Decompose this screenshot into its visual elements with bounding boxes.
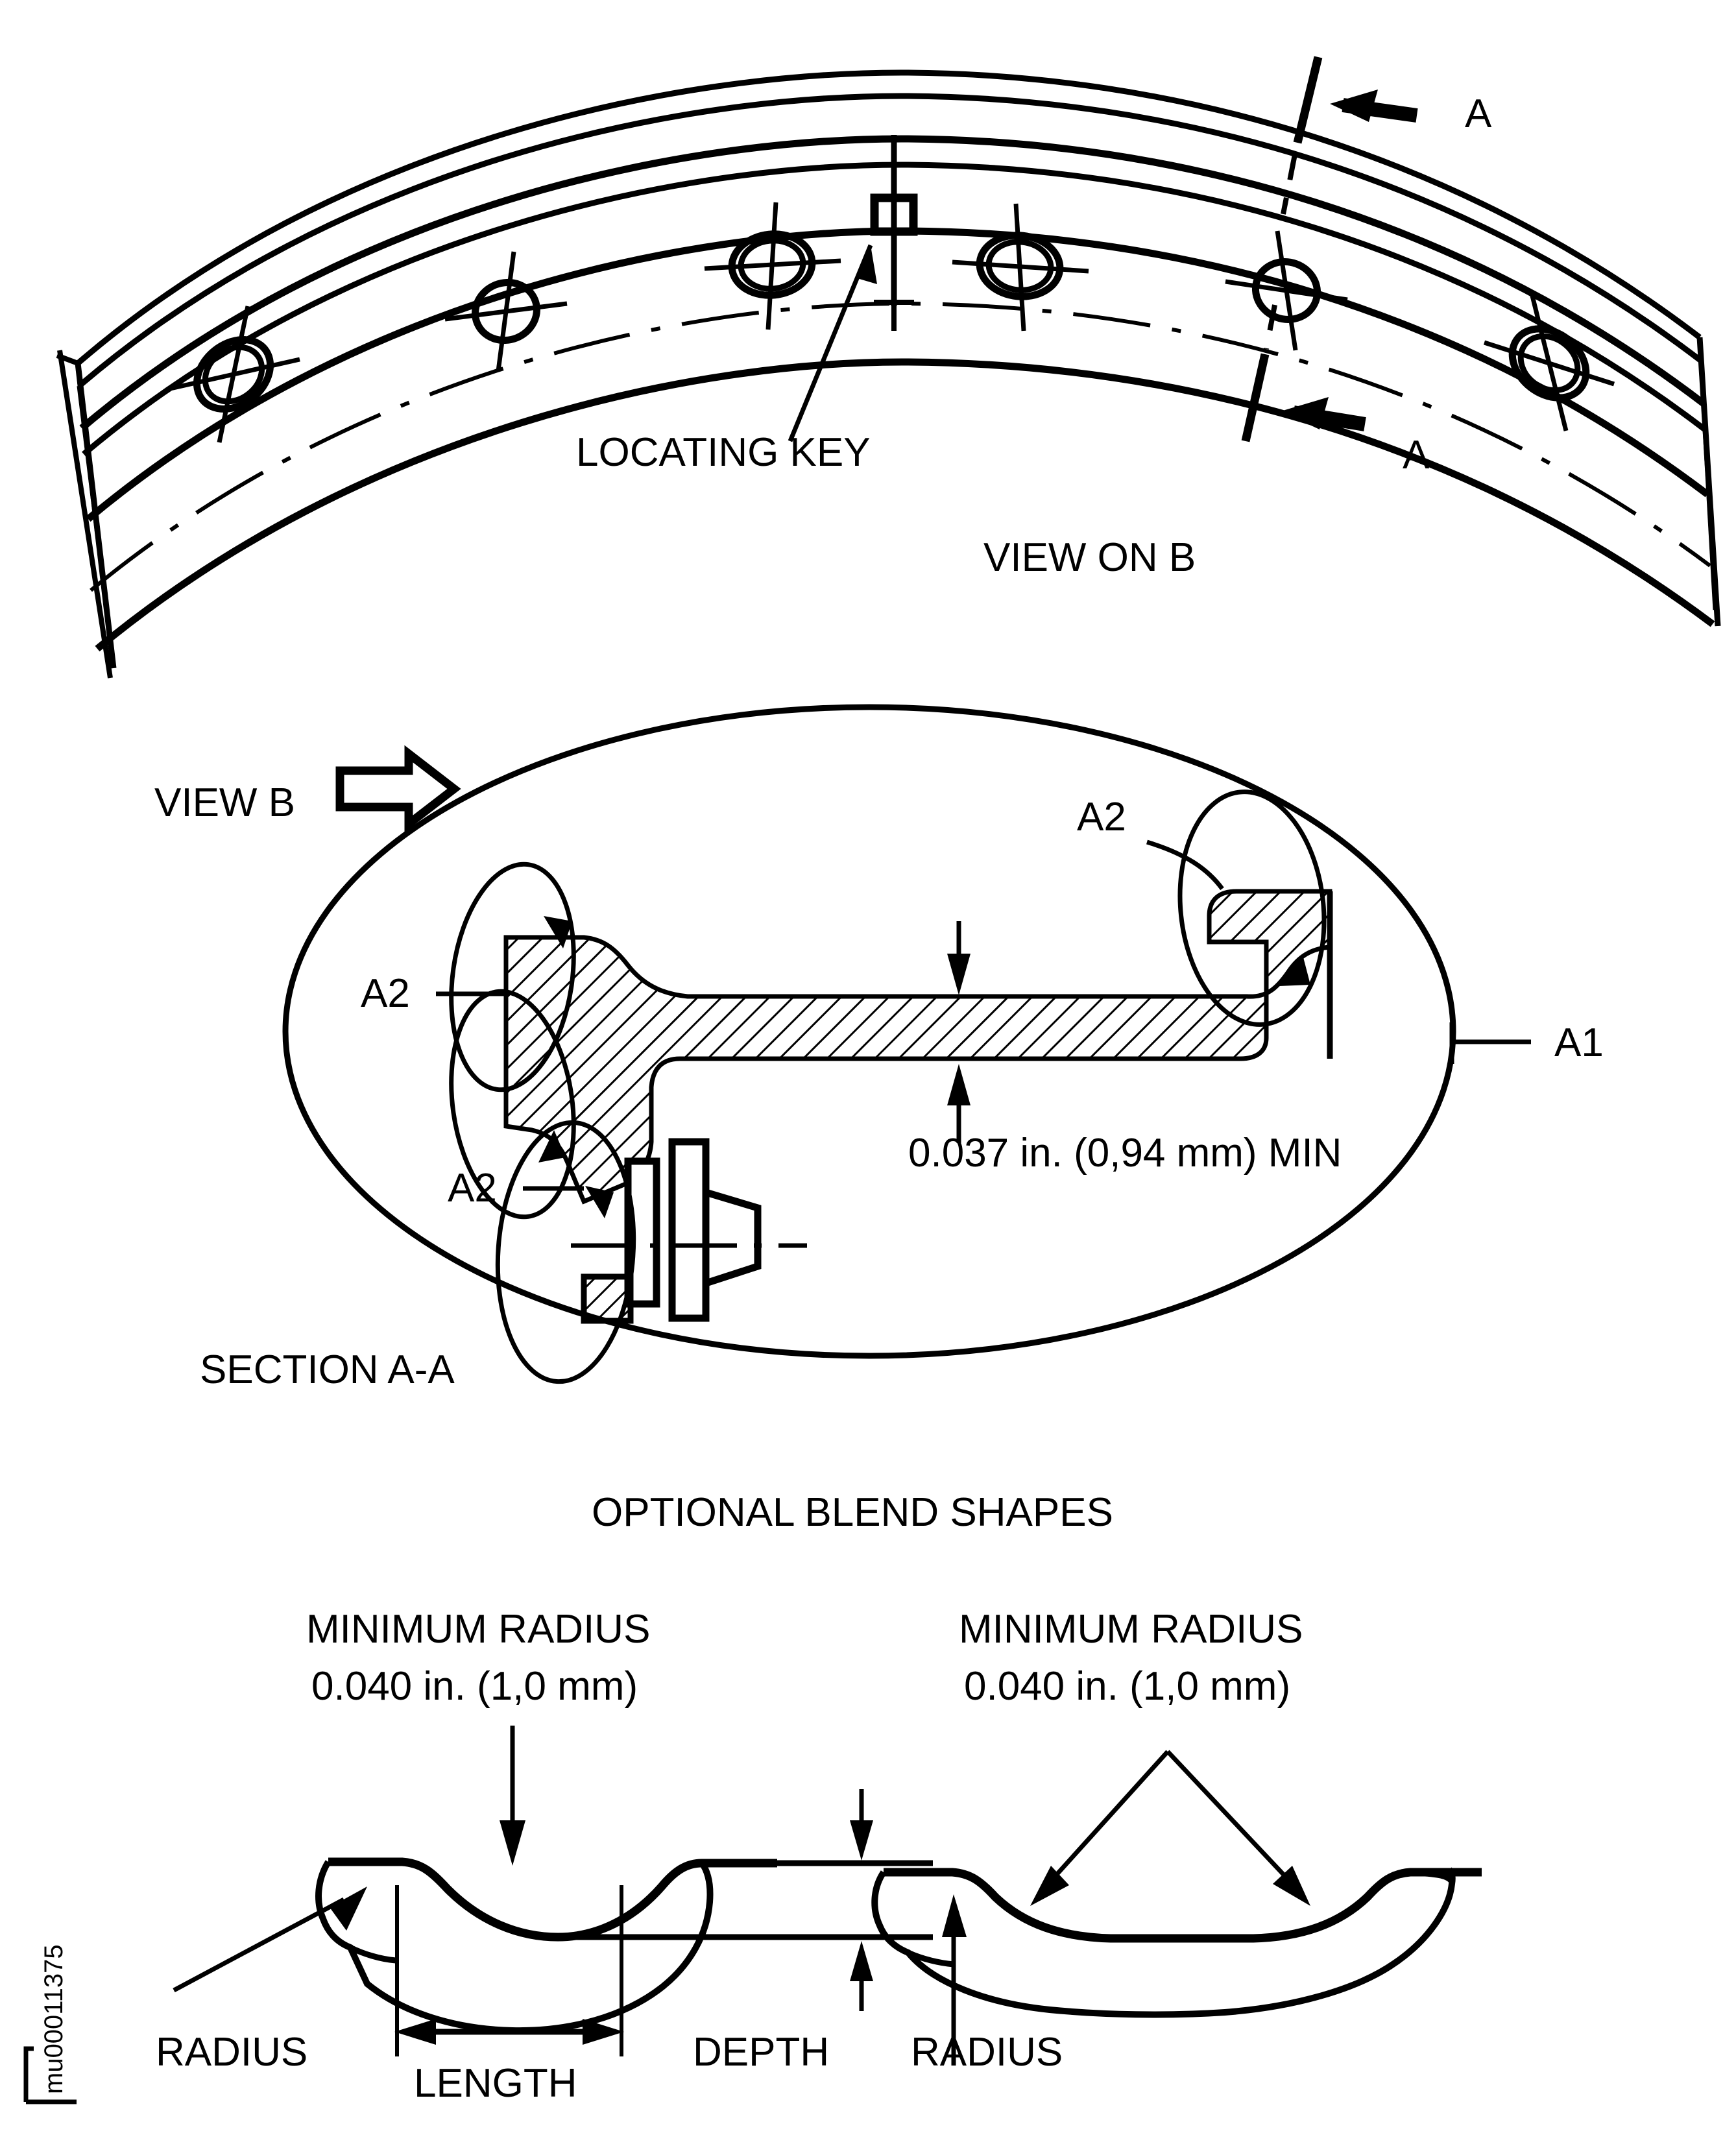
section-line-a-bottom: A — [1241, 304, 1430, 477]
callout-balloon-upper-left — [449, 862, 576, 1092]
radius-label-left: RADIUS — [156, 2030, 307, 2075]
fastener-hole — [1483, 295, 1615, 431]
fastener-hole — [952, 203, 1089, 331]
blend-left-radius-value: 0.040 in. (1,0 mm) — [311, 1664, 638, 1709]
zone-label-a1-right: A1 — [1449, 1020, 1604, 1065]
zone-label-a2-lower-left: A2 — [448, 1166, 584, 1211]
fastener-hole — [1225, 230, 1348, 351]
section-aa-title: SECTION A-A — [200, 1347, 455, 1392]
top-view-arc-band — [56, 69, 1721, 679]
blend-shape-right: MINIMUM RADIUS 0.040 in. (1,0 mm) RADIUS — [871, 1607, 1482, 2075]
length-dimension — [394, 2019, 624, 2045]
fastener-hole — [167, 306, 300, 443]
view-b-direction: VIEW B — [154, 745, 461, 833]
locating-key-label: LOCATING KEY — [576, 430, 871, 475]
locating-key-leader — [788, 244, 877, 442]
fastener-hole — [704, 202, 841, 330]
blend-shape-left: MINIMUM RADIUS 0.040 in. (1,0 mm) DEPTH — [156, 1607, 933, 2106]
a1-label: A1 — [1554, 1020, 1604, 1065]
zone-label-a2-upper-right: A2 — [1077, 795, 1224, 891]
fastener-hole — [444, 251, 568, 372]
view-on-b-title: VIEW ON B — [983, 535, 1196, 580]
blend-left-radius-title: MINIMUM RADIUS — [306, 1607, 650, 1652]
thickness-dimension-text: 0.037 in. (0,94 mm) MIN — [908, 1131, 1342, 1175]
a2-label: A2 — [361, 971, 410, 1016]
figure-id-text: mu00011375 — [40, 1944, 68, 2094]
depth-label: DEPTH — [693, 2030, 829, 2075]
section-line-a-top: A — [1281, 56, 1492, 215]
zone-label-a2-mid-left: A2 — [361, 971, 507, 1016]
locating-key — [870, 135, 918, 331]
blend-right-radius-title: MINIMUM RADIUS — [959, 1607, 1303, 1652]
band-centerline — [90, 301, 1711, 592]
view-b-label: VIEW B — [154, 780, 295, 825]
section-arrow-top — [1330, 90, 1418, 123]
a2-label: A2 — [448, 1166, 497, 1211]
section-letter-a-bottom: A — [1403, 433, 1430, 477]
section-profile-hook — [1327, 891, 1333, 1059]
a2-label: A2 — [1077, 795, 1126, 839]
section-letter-a-top: A — [1465, 91, 1492, 136]
callout-balloon-fastener — [495, 1120, 636, 1384]
figure-id-mark: mu00011375 — [23, 1944, 77, 2104]
view-b-arrow-icon — [335, 745, 461, 833]
radius-label-right: RADIUS — [911, 2030, 1063, 2075]
optional-blend-shapes-title: OPTIONAL BLEND SHAPES — [592, 1490, 1113, 1535]
blend-right-radius-value: 0.040 in. (1,0 mm) — [964, 1664, 1290, 1709]
thickness-dimension — [947, 921, 970, 1143]
section-arrow-bottom — [1281, 397, 1366, 431]
section-fastener — [571, 1138, 807, 1324]
depth-dimension — [850, 1789, 873, 2011]
fastener-hole-group — [167, 202, 1615, 443]
length-label: LENGTH — [414, 2061, 577, 2106]
callout-balloon-upper-right — [1177, 789, 1327, 1027]
